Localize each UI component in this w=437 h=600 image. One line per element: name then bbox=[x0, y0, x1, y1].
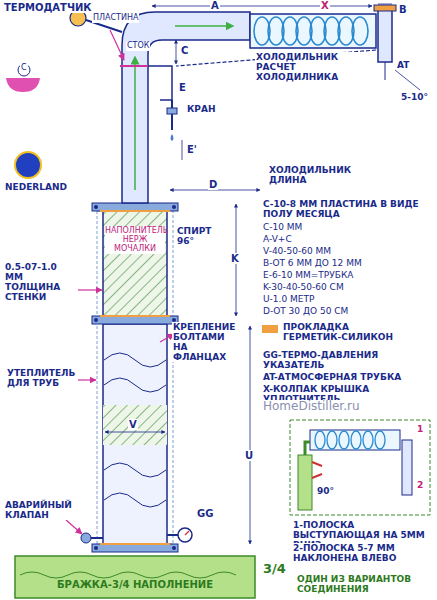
label: D bbox=[208, 179, 218, 190]
label: E bbox=[178, 82, 187, 93]
label: B bbox=[398, 4, 408, 15]
label: E-6-10 ММ=ТРУБКА bbox=[262, 270, 354, 280]
label: C-10-8 ММ ПЛАСТИНА В ВИДЕ ПОЛУ МЕСЯЦА bbox=[262, 199, 434, 219]
label: 2 bbox=[416, 480, 424, 490]
label: АВАРИЙНЫЙ КЛАПАН bbox=[4, 500, 70, 520]
label: 5-10° bbox=[400, 92, 429, 102]
label: U bbox=[244, 450, 254, 461]
legend-swatch bbox=[262, 325, 278, 333]
label: A-V+C bbox=[262, 234, 293, 244]
label: 2-ПОЛОСКА 5-7 ММ НАКЛОНЕНА ВЛЕВО bbox=[292, 543, 434, 563]
label: HomeDistiller.ru bbox=[262, 400, 361, 413]
mash-tank: БРАЖКА-3/4 НАПОЛНЕНИЕ bbox=[16, 557, 254, 597]
label: ХОЛОДИЛЬНИК РАСЧЕТ ХОЛОДИЛНИКА bbox=[255, 52, 375, 82]
label: 90° bbox=[316, 486, 335, 496]
label: AT-АТМОСФЕРНАЯ ТРУБКА bbox=[262, 372, 402, 382]
label: V bbox=[128, 419, 138, 430]
label: 3/4 bbox=[262, 562, 287, 577]
label: С bbox=[20, 64, 28, 73]
label: X bbox=[320, 0, 330, 11]
label: D-ОТ 30 ДО 50 СМ bbox=[262, 306, 349, 316]
label: C-10 ММ bbox=[262, 222, 303, 232]
node-text: НАПОЛНИТЕЛЬ НЕРЖ МОЧАЛКИ bbox=[105, 226, 165, 254]
label: 0.5-07-1.0 ММ ТОЛЩИНА СТЕНКИ bbox=[4, 262, 78, 302]
label: K-30-40-50-60 СМ bbox=[262, 282, 345, 292]
label: B-ОТ 6 ММ ДО 12 ММ bbox=[262, 258, 363, 268]
label: 1 bbox=[416, 424, 424, 434]
label: КРАН bbox=[186, 104, 216, 114]
label: GG-ТЕРМО-ДАВЛЕНИЯ УКАЗАТЕЛЬ bbox=[262, 350, 434, 370]
label: E' bbox=[186, 144, 198, 155]
label: C bbox=[180, 45, 189, 56]
label: ПЛАСТИНА bbox=[92, 14, 139, 23]
legend-text: ПРОКЛАДКА ГЕРМЕТИК-СИЛИКОН bbox=[282, 322, 402, 342]
label: GG bbox=[196, 508, 214, 519]
label: УТЕПЛИТЕЛЬ ДЛЯ ТРУБ bbox=[6, 368, 78, 388]
label: ХОЛОДИЛЬНИК ДЛИНА bbox=[268, 165, 363, 185]
label: A bbox=[210, 0, 220, 11]
node-text: БРАЖКА-3/4 НАПОЛНЕНИЕ bbox=[16, 579, 254, 590]
label: СТОК bbox=[126, 42, 150, 51]
label: КРЕПЛЕНИЕ БОЛТАМИ НА ФЛАНЦАХ bbox=[172, 322, 238, 362]
label: V-40-50-60 ММ bbox=[262, 246, 332, 256]
column-node: НАПОЛНИТЕЛЬ НЕРЖ МОЧАЛКИ bbox=[104, 212, 166, 544]
label: AT bbox=[396, 60, 410, 70]
label: K bbox=[230, 253, 240, 264]
label: NEDERLAND bbox=[4, 182, 68, 192]
label: U-1.0 МЕТР bbox=[262, 294, 315, 304]
label: СПИРТ 96° bbox=[176, 226, 220, 246]
label: ОДИН ИЗ ВАРИАНТОВ СОЕДИНЕНИЯ bbox=[296, 574, 434, 594]
label: ТЕРМОДАТЧИК bbox=[3, 2, 93, 13]
